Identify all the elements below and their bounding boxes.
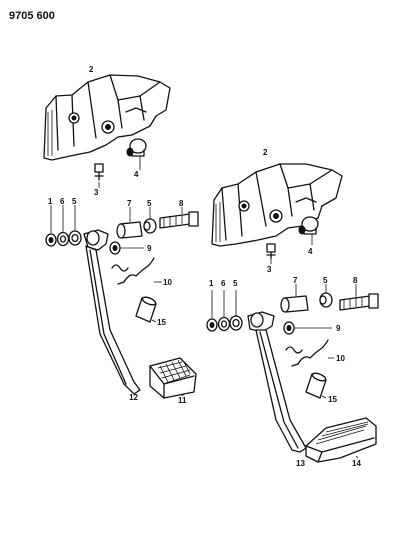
label-left-washer-5b: 5 (147, 199, 152, 208)
label-left-bracket: 2 (89, 65, 94, 74)
label-left-spring: 10 (163, 278, 172, 287)
right-bolt (266, 243, 276, 264)
label-right-washer-5b: 5 (323, 276, 328, 285)
left-pedal-arm (83, 229, 141, 395)
left-pin (135, 296, 157, 323)
right-spring (285, 339, 334, 367)
left-washer-5b (143, 207, 157, 234)
left-bushing-1 (45, 205, 57, 247)
right-stopper (298, 216, 319, 245)
label-right-spacer-7: 7 (293, 276, 298, 285)
left-shaft-bolt-8 (159, 207, 199, 229)
right-washer-5 (229, 290, 243, 331)
label-left-stop-pad: 9 (147, 244, 152, 253)
right-pedal-arm (247, 311, 307, 453)
label-left-bushing-1: 1 (48, 197, 53, 206)
right-pedal-pad (305, 417, 377, 463)
left-bracket (43, 74, 171, 161)
label-right-pedal-pad: 14 (352, 459, 361, 468)
right-washer-5b (319, 284, 333, 308)
label-right-pedal-arm: 13 (296, 459, 305, 468)
label-left-pedal-arm: 12 (129, 393, 138, 402)
label-left-bolt: 3 (94, 188, 99, 197)
label-right-pin: 15 (328, 395, 337, 404)
right-pedal-assembly (206, 163, 379, 463)
label-left-stopper: 4 (134, 170, 139, 179)
right-spacer-7 (280, 284, 309, 313)
label-left-spacer-7: 7 (127, 199, 132, 208)
right-bracket (211, 163, 343, 247)
label-right-washer-5: 5 (233, 279, 238, 288)
right-stop-pad (283, 321, 332, 335)
label-right-bolt: 3 (267, 265, 272, 274)
label-right-bracket: 2 (263, 148, 268, 157)
left-stopper (126, 138, 147, 170)
left-spacer-7 (116, 207, 143, 239)
label-left-pedal-pad: 11 (178, 396, 187, 405)
label-right-stop-pad: 9 (336, 324, 341, 333)
right-shaft-bolt-8 (339, 284, 379, 311)
right-pin (305, 372, 327, 399)
left-bolt (94, 163, 104, 188)
diagram-reference-number: 9705 600 (9, 10, 55, 22)
right-bushing-1 (206, 290, 218, 332)
label-right-spring: 10 (336, 354, 345, 363)
left-pedal-assembly (43, 74, 199, 399)
label-right-stopper: 4 (308, 247, 313, 256)
left-spring (111, 257, 162, 285)
label-right-bushing-1: 1 (209, 279, 214, 288)
label-left-pin: 15 (157, 318, 166, 327)
label-right-shaft-bolt-8: 8 (353, 276, 358, 285)
right-bushing-6 (217, 290, 231, 332)
left-pedal-pad (149, 357, 197, 399)
label-right-bushing-6: 6 (221, 279, 226, 288)
label-left-bushing-6: 6 (60, 197, 65, 206)
left-stop-pad (109, 241, 144, 255)
label-left-shaft-bolt-8: 8 (179, 199, 184, 208)
left-washer-5 (68, 205, 82, 246)
label-left-washer-5: 5 (72, 197, 77, 206)
left-bushing-6 (56, 205, 70, 247)
